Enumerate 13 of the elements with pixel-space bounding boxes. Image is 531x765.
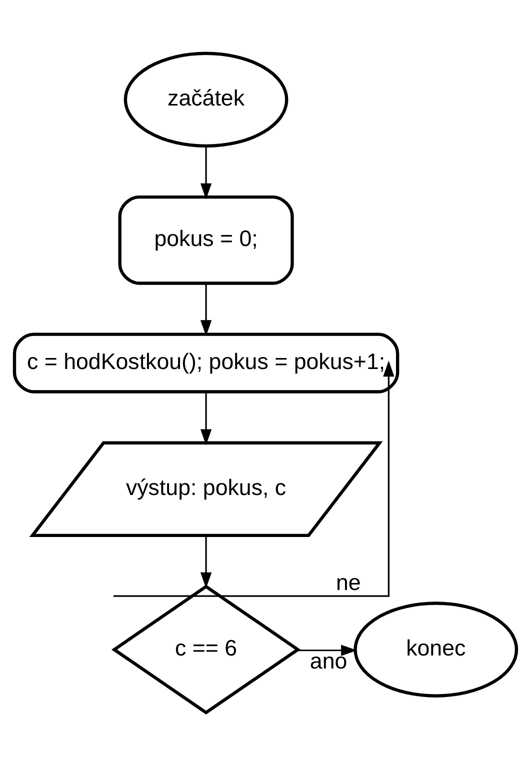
node-diamond: c == 6 xyxy=(111,584,301,714)
arrow xyxy=(200,392,212,445)
node-ellipse: konec xyxy=(354,601,518,697)
node-ellipse: začátek xyxy=(124,51,288,148)
node-box: c = hodKostkou(); pokus = pokus+1; xyxy=(12,332,400,393)
arrow xyxy=(200,146,212,199)
edge-label: ano xyxy=(310,648,348,673)
arrow xyxy=(296,644,358,656)
arrow xyxy=(200,283,212,336)
arrow xyxy=(200,535,212,588)
arrow xyxy=(113,360,394,596)
node-box: pokus = 0; xyxy=(118,194,294,284)
edge-label: ne xyxy=(336,570,361,595)
